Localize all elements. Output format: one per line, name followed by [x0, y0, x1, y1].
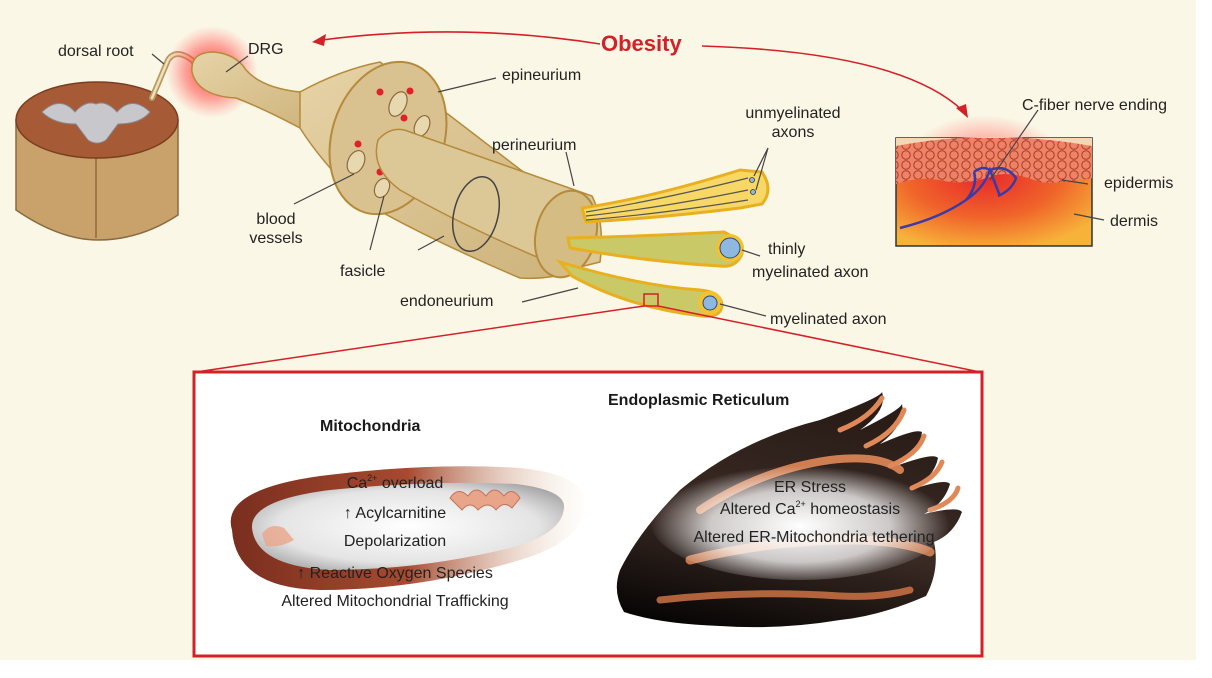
mito-acylcarnitine: ↑ Acylcarnitine: [343, 505, 447, 522]
obesity-arrow-to-skin: [701, 45, 963, 111]
zoom-line-left: [195, 305, 645, 373]
er-title: Endoplasmic Reticulum: [608, 392, 790, 409]
zoom-line-right: [657, 305, 981, 373]
label-endoneurium: endoneurium: [400, 293, 494, 310]
label-unmyelinated-axons: unmyelinated axons: [745, 105, 841, 141]
mitochondria-title: Mitochondria: [320, 418, 421, 435]
label-myelinated-axon: myelinated axon: [770, 311, 887, 328]
mito-ca-overload: Ca2+ overload: [346, 473, 444, 493]
c-fiber-nerve-ending: [899, 166, 1018, 230]
er-mito-tethering: Altered ER-Mitochondria tethering: [693, 529, 935, 546]
myelinated-axon: [555, 259, 724, 318]
label-dorsal-root: dorsal root: [58, 43, 134, 60]
perineurium-ring: [452, 175, 500, 253]
label-thinly-myelinated-axon: thinly myelinated axon: [752, 241, 869, 281]
er-illustration: [616, 392, 962, 628]
obesity-arrow-to-drg: [321, 31, 601, 45]
label-epineurium: epineurium: [502, 67, 582, 84]
leader-lines: [151, 53, 1105, 317]
label-blood-vessels: blood vessels: [249, 211, 303, 247]
spinal-cord: [15, 81, 179, 241]
label-perineurium: perineurium: [492, 137, 577, 154]
label-c-fiber-nerve-ending: C-fiber nerve ending: [1022, 97, 1167, 114]
thinly-myelinated-axon: [566, 230, 744, 268]
zoom-marker: [643, 293, 659, 307]
label-obesity: Obesity: [601, 31, 682, 56]
label-dermis: dermis: [1110, 213, 1159, 230]
mito-trafficking: Altered Mitochondrial Trafficking: [281, 593, 509, 610]
nerve-trunk: [299, 60, 603, 280]
skin-panel: [895, 115, 1093, 247]
er-stress: ER Stress: [773, 479, 846, 496]
unmyelinated-axon-bundle: [580, 168, 770, 224]
mito-depolarization: Depolarization: [343, 533, 447, 550]
er-ca-homeostasis: Altered Ca2+ homeostasis: [719, 499, 901, 519]
mito-ros: ↑ Reactive Oxygen Species: [297, 565, 493, 582]
label-epidermis: epidermis: [1104, 175, 1174, 192]
label-drg: DRG: [248, 41, 284, 58]
mitochondrion-illustration: [230, 466, 585, 590]
label-fasicle: fasicle: [340, 263, 386, 280]
